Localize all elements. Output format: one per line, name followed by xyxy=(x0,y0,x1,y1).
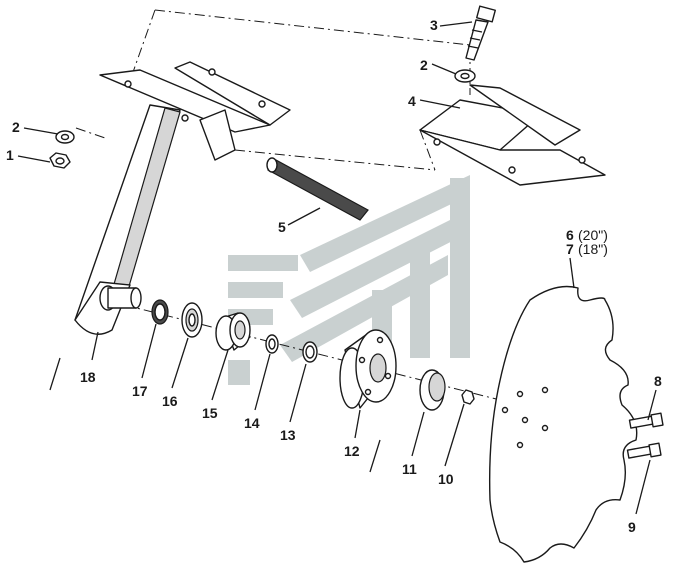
callout-7: 7 xyxy=(566,241,574,257)
nut-part-10 xyxy=(461,389,475,405)
callout-14: 14 xyxy=(244,415,260,431)
callout-6-size: (20") xyxy=(578,227,608,243)
bracket-part-4 xyxy=(419,84,606,186)
callout-1: 1 xyxy=(6,147,14,163)
bolt-part-9 xyxy=(626,442,662,459)
callout-17: 17 xyxy=(132,383,148,399)
callout-10: 10 xyxy=(438,471,454,487)
washer-part-2-right xyxy=(454,69,476,83)
mounting-bracket-left xyxy=(99,61,291,161)
callout-11: 11 xyxy=(402,461,417,477)
hub-part-12 xyxy=(339,329,397,409)
pin-part-5 xyxy=(266,157,369,221)
bolt-part-8 xyxy=(628,412,664,429)
leader-lines xyxy=(17,21,657,515)
callout-15: 15 xyxy=(202,405,218,421)
callout-8: 8 xyxy=(654,373,662,389)
callout-7-size: (18") xyxy=(578,241,608,257)
callout-2-left: 2 xyxy=(12,119,20,135)
callout-2-right: 2 xyxy=(420,57,428,73)
callout-13: 13 xyxy=(280,427,296,443)
callout-12: 12 xyxy=(344,443,360,459)
callout-9: 9 xyxy=(628,519,636,535)
spindle-arm-part-18 xyxy=(74,104,181,335)
cup-part-16 xyxy=(181,302,203,338)
bolt-part-3 xyxy=(465,5,496,61)
callout-18: 18 xyxy=(80,369,96,385)
seal-part-17 xyxy=(151,299,169,325)
callout-6: 6 xyxy=(566,227,574,243)
snap-ring-part-13 xyxy=(302,341,318,363)
nut-part-1 xyxy=(49,152,71,169)
bearing-part-15 xyxy=(215,312,251,351)
callout-3: 3 xyxy=(430,17,438,33)
disc-blade-part-6-7 xyxy=(488,285,638,563)
callout-16: 16 xyxy=(162,393,178,409)
callout-labels: 2 1 3 2 4 5 6 (20") 7 (18") 18 17 16 15 … xyxy=(6,17,662,535)
callout-4: 4 xyxy=(408,93,416,109)
cap-part-11 xyxy=(419,369,446,411)
callout-5: 5 xyxy=(278,219,286,235)
ring-part-14 xyxy=(265,334,279,354)
washer-part-2-left xyxy=(55,130,75,144)
